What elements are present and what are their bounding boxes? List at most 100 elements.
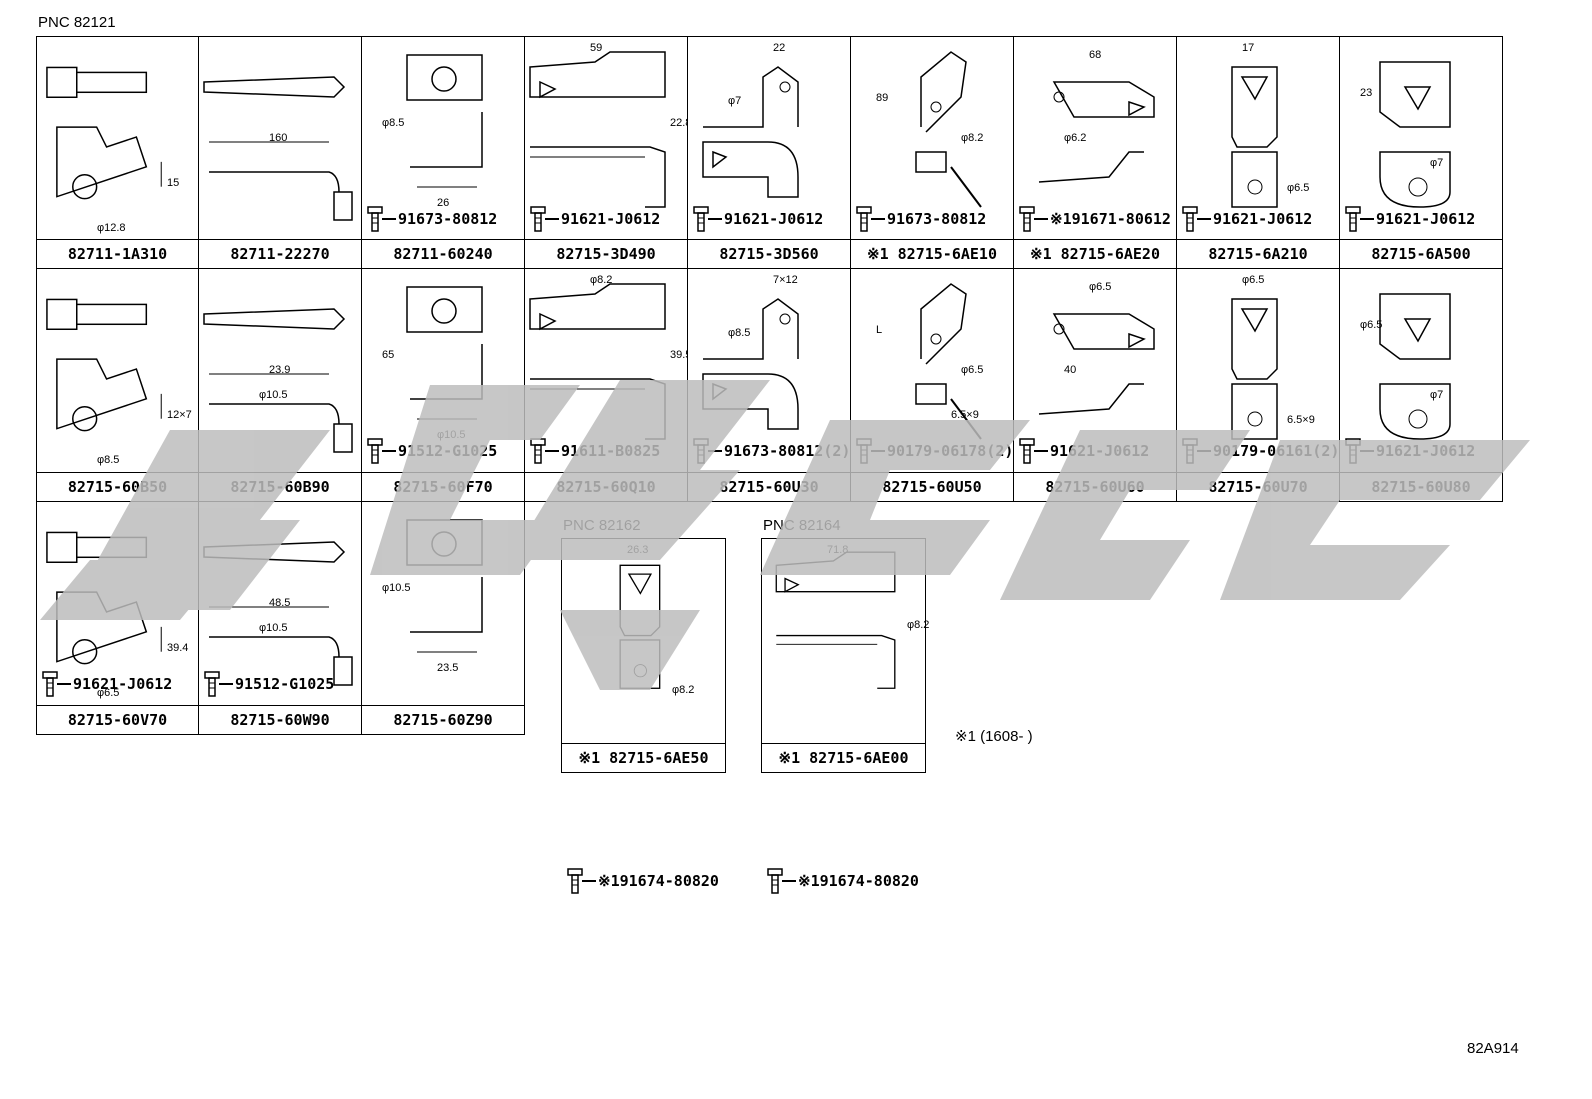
dimension-label: φ6.5: [97, 687, 120, 699]
bolt-icon: [767, 868, 783, 894]
bolt-part-number: 91673-80812(2): [724, 442, 851, 460]
bolt-callout: 91621-J0612: [1018, 437, 1149, 465]
dimension-label: 39.4: [167, 642, 189, 654]
bolt-callout: ※191674-80820: [566, 867, 719, 895]
dimension-label: φ8.5: [97, 454, 120, 466]
part-cell: φ8.239.5 91611-B0825 82715-60Q10: [525, 269, 688, 502]
dimension-label: 17: [1242, 42, 1255, 54]
dimension-label: φ8.2: [961, 132, 984, 144]
dimension-label: 160: [269, 132, 288, 144]
dimension-label: φ6.5: [1360, 319, 1383, 331]
bolt-callout: 91621-J0612: [529, 205, 660, 233]
dimension-label: 23.9: [269, 364, 291, 376]
part-number: 82715-60U60: [1014, 472, 1176, 501]
bolt-icon: [1019, 206, 1035, 232]
part-cell: φ6.5 40 91621-J0612 82715-60U60: [1014, 269, 1177, 502]
dimension-label: 71.8: [827, 544, 849, 556]
bolt-part-number: 91621-J0612: [73, 675, 173, 693]
bolt-callout: 90179-06178(2): [855, 437, 1013, 465]
bolt-callout: 91512-G1025: [366, 437, 497, 465]
bolt-part-number: 91621-J0612: [561, 210, 661, 228]
dimension-label: φ10.5: [382, 582, 411, 594]
dimension-label: 40: [1064, 364, 1077, 376]
part-drawing: [1379, 61, 1451, 208]
dimension-label: 48.5: [269, 597, 291, 609]
dimension-label: φ6.5: [1287, 182, 1310, 194]
bolt-callout: 91512-G1025: [203, 670, 334, 698]
dimension-label: φ6.5: [1242, 274, 1265, 286]
bolt-icon: [1182, 206, 1198, 232]
part-drawing: [619, 564, 661, 689]
bolt-part-number: ※191671-80612: [1050, 210, 1171, 228]
dimension-label: φ7: [728, 95, 742, 107]
pnc-label-82162: PNC 82162: [563, 517, 641, 534]
bolt-callout: 91621-J0612: [692, 205, 823, 233]
part-drawing: [529, 51, 666, 208]
dimension-label: 23.5: [437, 662, 459, 674]
dimension-label: φ10.5: [259, 389, 288, 401]
bolt-callout: 90179-06161(2): [1181, 437, 1339, 465]
part-number: 82715-60V70: [37, 705, 198, 734]
dimension-label: L: [876, 324, 883, 336]
part-number: ※1 82715-6AE10: [851, 239, 1013, 268]
bolt-part-number: ※191674-80820: [598, 872, 719, 890]
dimension-label: 12×7: [167, 409, 192, 421]
bolt-part-number: 91673-80812: [887, 210, 987, 228]
bolt-part-number: 91621-J0612: [1376, 442, 1476, 460]
dimension-label: φ6.5: [1089, 281, 1112, 293]
part-number: ※1 82715-6AE00: [762, 743, 925, 772]
part-cell: 160 82711-22270: [199, 36, 362, 269]
diagram-code: 82A914: [1467, 1040, 1519, 1057]
dimension-label: φ8.2: [672, 684, 695, 696]
part-number: 82715-60U80: [1340, 472, 1502, 501]
bolt-icon: [1345, 206, 1361, 232]
dimension-label: 7×12: [773, 274, 798, 286]
bolt-icon: [367, 206, 383, 232]
bolt-callout: 91621-J0612: [1181, 205, 1312, 233]
part-number: 82715-60B90: [199, 472, 361, 501]
pnc-label: PNC 82121: [38, 14, 116, 31]
part-number: 82715-3D490: [525, 239, 687, 268]
part-drawing: [406, 519, 483, 653]
bolt-part-number: ※191674-80820: [798, 872, 919, 890]
part-drawing: [406, 54, 483, 188]
dimension-label: φ8.5: [728, 327, 751, 339]
bolt-callout: 91611-B0825: [529, 437, 660, 465]
part-drawing: [1231, 66, 1278, 208]
bolt-part-number: 91611-B0825: [561, 442, 661, 460]
part-drawing: [915, 51, 982, 208]
bolt-part-number: 91621-J0612: [1050, 442, 1150, 460]
part-drawing: [46, 66, 162, 200]
part-cell: 23.9 φ10.5 82715-60B90: [199, 269, 362, 502]
bolt-part-number: 91621-J0612: [724, 210, 824, 228]
dimension-label: 59: [590, 42, 603, 54]
part-number: ※1 82715-6AE20: [1014, 239, 1176, 268]
bolt-callout: 91621-J0612: [41, 670, 172, 698]
dimension-label: φ8.2: [590, 274, 613, 286]
part-drawing: [1231, 298, 1278, 440]
dimension-label: 65: [382, 349, 395, 361]
part-cell: 39.4 φ6.5 91621-J0612 82715-60V70: [36, 502, 199, 735]
bolt-callout: 91673-80812: [855, 205, 986, 233]
part-number: 82711-1A310: [37, 239, 198, 268]
bolt-callout: 91621-J0612: [1344, 437, 1475, 465]
bolt-callout: ※191674-80820: [766, 867, 919, 895]
bolt-callout: 91673-80812(2): [692, 437, 850, 465]
part-number: 82711-60240: [362, 239, 524, 268]
bolt-icon: [567, 868, 583, 894]
dimension-label: 15: [167, 177, 180, 189]
part-number: 82715-60Q10: [525, 472, 687, 501]
dimension-label: 26: [437, 197, 450, 209]
dimension-label: 89: [876, 92, 889, 104]
bolt-part-number: 91512-G1025: [235, 675, 335, 693]
bolt-part-number: 91512-G1025: [398, 442, 498, 460]
